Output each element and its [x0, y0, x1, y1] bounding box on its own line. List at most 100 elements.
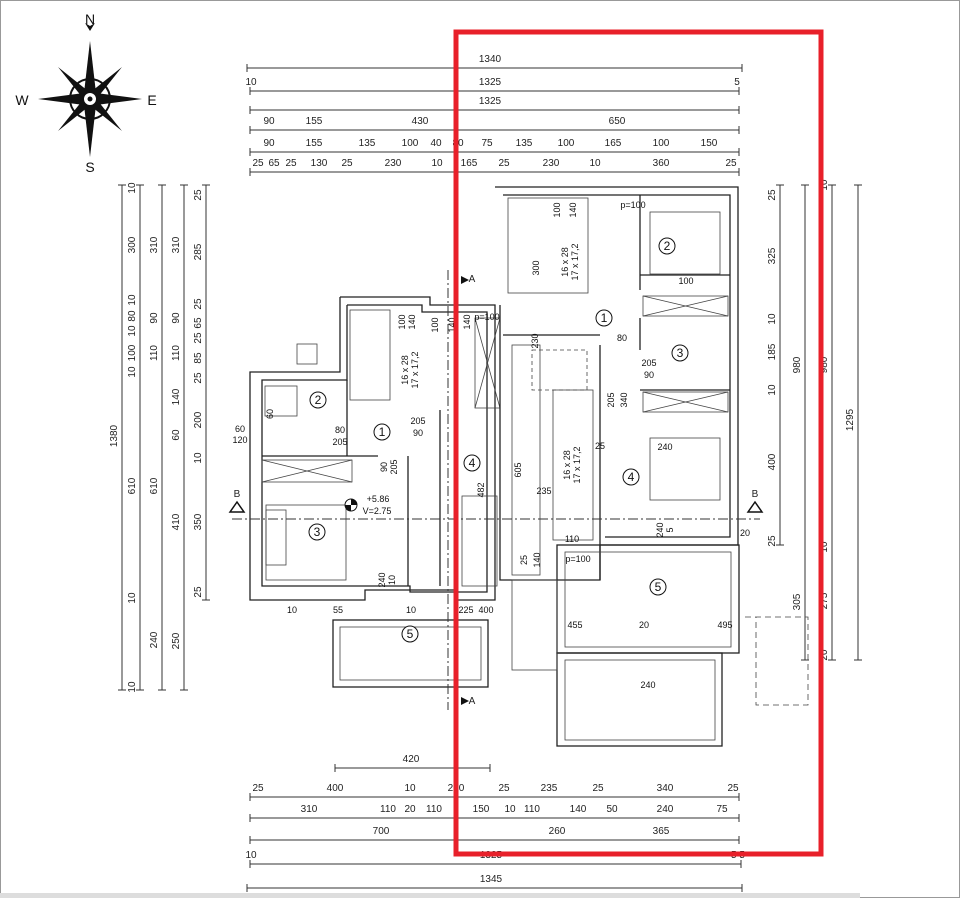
top-dimension-label: 1325 — [479, 96, 502, 107]
section-b-right-label: B — [752, 489, 759, 500]
highlight-rectangle — [453, 29, 824, 857]
interior-dimension-label: 205 — [641, 358, 656, 368]
stair-step-count-label: 16 x 28 — [560, 247, 570, 277]
interior-dimension-label: 230 — [530, 333, 540, 348]
top-dimension-label: 360 — [653, 158, 670, 169]
bottom-dimension-label: 10 — [245, 850, 257, 861]
bottom-dimension-label: 50 — [606, 804, 618, 815]
right-dimension-label: 980 — [819, 356, 830, 373]
interior-dimension-label: 5 — [665, 527, 675, 532]
right-unit-walls — [495, 186, 809, 747]
top-dimension-label: 165 — [461, 158, 478, 169]
bottom-strip — [0, 893, 860, 898]
top-dimension-label: 65 — [268, 158, 280, 169]
bottom-dimension-label: 310 — [301, 804, 318, 815]
interior-dimension-label: 205 — [389, 459, 399, 474]
interior-dimension-label: 235 — [536, 486, 551, 496]
interior-dimension-label: 100 — [552, 202, 562, 217]
interior-dimension-label: 240 — [640, 680, 655, 690]
top-dimension-label: 100 — [653, 138, 670, 149]
stair-step-count-label: 16 x 28 — [562, 450, 572, 480]
top-dimension-label: 650 — [609, 116, 626, 127]
room-number-circle — [658, 237, 676, 255]
top-dimension-label: 25 — [341, 158, 353, 169]
interior-dimension-label: 55 — [333, 605, 343, 615]
stair-step-ratio-label: 17 x 17,2 — [572, 446, 582, 483]
top-dimension-label: 10 — [431, 158, 443, 169]
interior-dimension-label: 10 — [406, 605, 416, 615]
compass-rose-icon — [38, 23, 142, 157]
interior-dimension-label: 240 — [655, 522, 665, 537]
interior-dimension-label: 225 — [458, 605, 473, 615]
right-dimension-label: 25 — [767, 189, 778, 201]
room-number-circle — [622, 468, 640, 486]
right-dimension-label: 20 — [819, 649, 830, 661]
left-dimension-label: 10 — [127, 592, 138, 604]
right-dimension-label: 25 — [767, 535, 778, 547]
interior-dimension-label: 90 — [644, 370, 654, 380]
top-dimension-label: 90 — [263, 116, 275, 127]
interior-dimension-label: 25 — [595, 441, 605, 451]
left-dimension-label: 80 — [127, 310, 138, 322]
top-dimension-label: 100 — [558, 138, 575, 149]
interior-dimension-label: 120 — [232, 435, 247, 445]
bottom-dimension-label: 10 — [504, 804, 516, 815]
left-dimension-label: 250 — [171, 632, 182, 649]
interior-dimension-label: 10 — [287, 605, 297, 615]
interior-dimension-label: 80 — [617, 333, 627, 343]
top-dimension-label: 150 — [701, 138, 718, 149]
interior-dimension-label: 240 — [377, 572, 387, 587]
room-number-circle — [401, 625, 419, 643]
landing-height-label: p=100 — [620, 200, 645, 210]
section-a-top-label: A — [469, 274, 476, 285]
room-number-circle — [309, 391, 327, 409]
landing-height-label: p=100 — [565, 554, 590, 564]
bottom-dimension-label: 20 — [404, 804, 416, 815]
room-number-circle — [671, 344, 689, 362]
top-dimension-label: 1325 — [479, 77, 502, 88]
bottom-dimension-label: 365 — [653, 826, 670, 837]
section-b-right-marker-icon — [746, 500, 764, 513]
room-right-5-number: 5 — [655, 580, 662, 594]
interior-dimension-label: 110 — [565, 534, 579, 544]
left-unit-walls — [249, 296, 501, 688]
left-dimension-label: 25 — [193, 189, 204, 201]
elevation-label: +5.86 — [367, 494, 390, 504]
right-dimension-label: 10 — [819, 179, 830, 191]
top-dimension-label: 1340 — [479, 54, 502, 65]
right-dimension-label: 980 — [792, 356, 803, 373]
left-dimension-label: 110 — [149, 345, 160, 361]
bottom-dimension-label: 240 — [657, 804, 674, 815]
interior-dimension-label: 205 — [332, 437, 347, 447]
top-dimension-label: 10 — [245, 77, 257, 88]
landing-height-label: p=100 — [474, 312, 499, 322]
right-dimension-label: 10 — [767, 384, 778, 396]
right-dimension-label: 275 — [819, 592, 830, 609]
right-dimension-label: 10 — [819, 541, 830, 553]
left-dimension-label: 240 — [149, 631, 160, 648]
bottom-dimension-label: 340 — [657, 783, 674, 794]
interior-dimension-label: 240 — [657, 442, 672, 452]
bottom-dimension-label: 110 — [380, 804, 396, 815]
left-dimension-label: 100 — [127, 344, 138, 361]
interior-dimension-label: 140 — [532, 552, 542, 567]
bottom-dimension-label: 140 — [570, 804, 587, 815]
top-dimension-label: 430 — [412, 116, 429, 127]
interior-dimension-label: 205 — [410, 416, 425, 426]
interior-dimension-label: 140 — [462, 314, 472, 329]
top-dimension-label: 25 — [725, 158, 737, 169]
interior-dimension-label: 60 — [265, 409, 275, 419]
room-left-2-number: 2 — [315, 393, 322, 407]
dimension-lines — [118, 64, 862, 892]
top-dimension-label: 25 — [285, 158, 297, 169]
interior-dimension-label: 90 — [379, 462, 389, 472]
compass-east-label: E — [147, 92, 156, 108]
top-dimension-label: 25 — [498, 158, 510, 169]
bottom-dimension-label: 110 — [524, 804, 540, 815]
left-dimension-label: 410 — [171, 513, 182, 530]
left-dimension-label: 10 — [127, 182, 138, 194]
section-b-left-marker-icon — [228, 500, 246, 513]
top-dimension-label: 165 — [605, 138, 622, 149]
interior-dimension-label: 340 — [619, 392, 629, 407]
